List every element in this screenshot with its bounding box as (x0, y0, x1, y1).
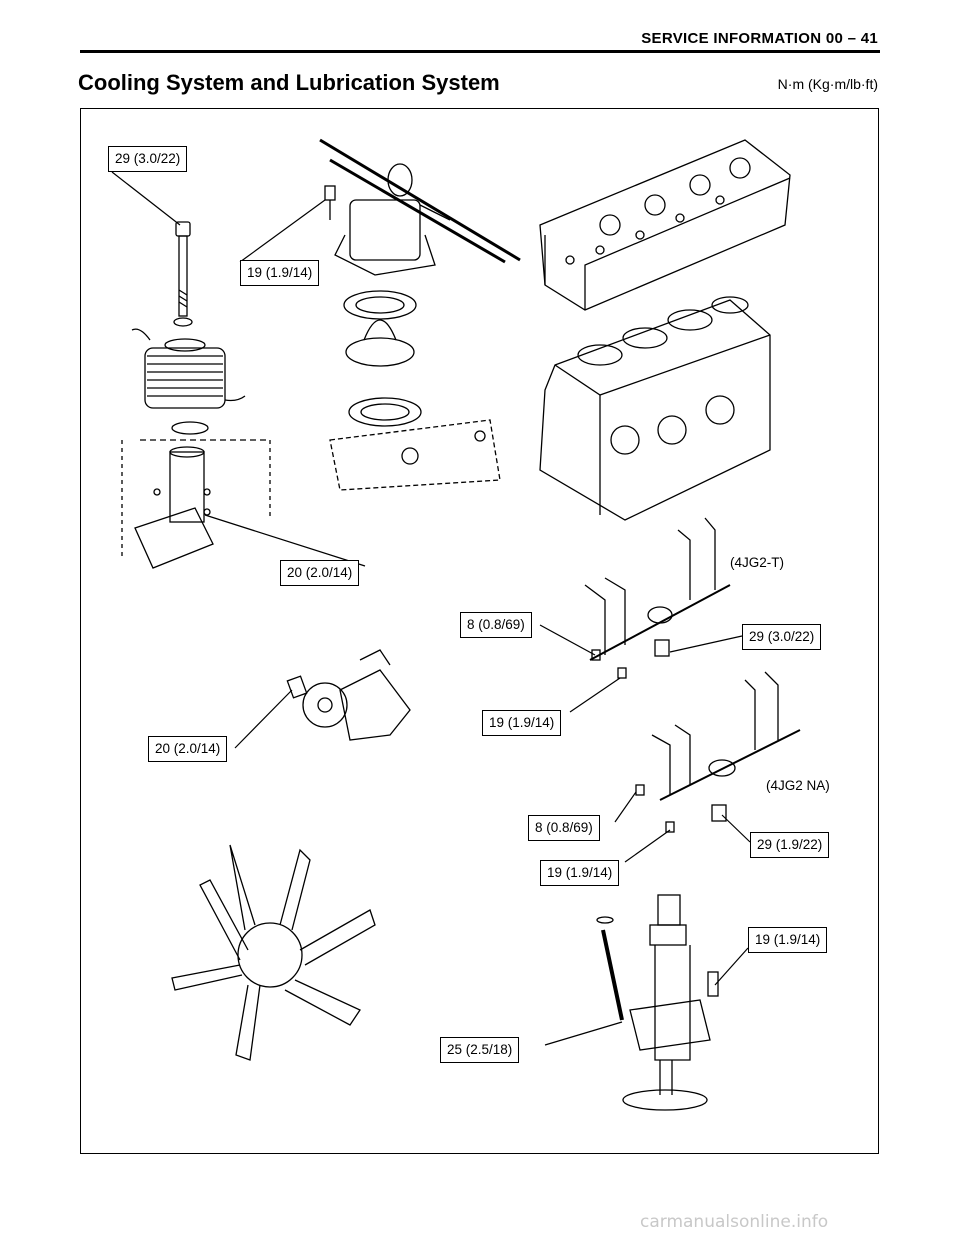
running-head: SERVICE INFORMATION 00 – 41 (641, 30, 878, 47)
cylinder-head-illustration (539, 139, 791, 311)
oil-pipe-4jg2na-illustration (635, 671, 801, 833)
water-pump-illustration (286, 649, 411, 741)
oil-cooler-illustration (131, 328, 246, 435)
cylinder-block-illustration (539, 296, 771, 521)
header-rule (80, 50, 880, 53)
torque-label-oil-filter-bolt: 20 (2.0/14) (280, 560, 360, 586)
oil-filter-illustration (121, 439, 271, 569)
oil-pipe-4jg2t-illustration (584, 517, 731, 679)
torque-label-oil-pump-mount: 25 (2.5/18) (440, 1037, 520, 1063)
torque-label-oil-pump-bolt: 19 (1.9/14) (748, 927, 828, 953)
torque-label-oil-cooler-bolt: 29 (3.0/22) (108, 146, 188, 172)
thermostat-housing-illustration (319, 138, 521, 276)
torque-label-oil-pipe-4jg2t-flare: 19 (1.9/14) (482, 710, 562, 736)
torque-label-oil-pipe-4jg2t-eye-bolt: 29 (3.0/22) (742, 624, 822, 650)
torque-units: N·m (Kg·m/lb·ft) (777, 76, 878, 92)
watermark-footer: carmanualsonline.info (640, 1212, 829, 1232)
torque-label-thermostat-bolt: 19 (1.9/14) (240, 260, 320, 286)
cooling-fan-illustration (171, 844, 376, 1061)
variant-label-4jg2na: (4JG2 NA) (766, 778, 830, 793)
torque-label-water-pump-bolt: 20 (2.0/14) (148, 736, 228, 762)
leader-lines (111, 171, 751, 1046)
torque-label-oil-pipe-4jg2na-bolt: 8 (0.8/69) (528, 815, 600, 841)
oil-cooler-bolt-illustration (173, 221, 193, 327)
torque-label-oil-pipe-4jg2na-flare: 19 (1.9/14) (540, 860, 620, 886)
page-title: Cooling System and Lubrication System (78, 70, 500, 95)
torque-label-oil-pipe-4jg2t-bolt: 8 (0.8/69) (460, 612, 532, 638)
figure-frame (80, 108, 879, 1154)
torque-label-oil-pipe-4jg2na-eye-bolt: 29 (1.9/22) (750, 832, 830, 858)
thermostat-illustration (329, 290, 501, 491)
oil-pump-illustration (596, 894, 719, 1111)
variant-label-4jg2t: (4JG2-T) (730, 555, 784, 570)
